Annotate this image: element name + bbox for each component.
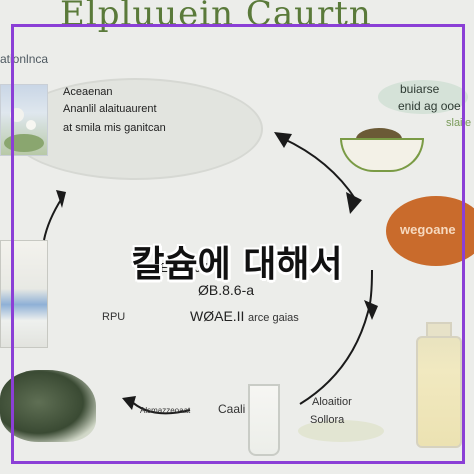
top-title: Elpluuein Caurtn bbox=[60, 0, 372, 34]
ellipse-text-line1: Aceaenan bbox=[63, 86, 113, 98]
arc-bottom-left bbox=[129, 399, 191, 415]
orange-label: wegoane bbox=[400, 222, 456, 237]
bottom-cal-label: Caali bbox=[218, 402, 246, 416]
bottom-right-line2: Sollora bbox=[310, 414, 345, 426]
spinach-image bbox=[0, 370, 96, 442]
ellipse-text-line2: Ananlil alaituaurent bbox=[63, 103, 157, 115]
arrowhead-right-lower bbox=[364, 300, 378, 320]
pod-image bbox=[298, 420, 384, 442]
bubble-text-line1: buiarse bbox=[400, 82, 440, 96]
middle-text-line1: EBBEJIII bbox=[160, 260, 213, 275]
bottom-arrow-label: Alsmazzeoaat bbox=[140, 406, 191, 415]
middle-text-line2: ØB.8.6-a bbox=[198, 282, 255, 298]
bottom-right-line1: Aloaitior bbox=[312, 396, 352, 408]
orange-label-blob bbox=[386, 196, 474, 266]
glass-image bbox=[248, 384, 280, 456]
arrowhead-right bbox=[346, 192, 362, 214]
arc-left bbox=[43, 197, 63, 241]
milk-bottle-image bbox=[416, 336, 462, 448]
bubble-text-line2: enid ag ooe bbox=[398, 99, 461, 113]
arrowhead-top bbox=[274, 132, 292, 148]
milk-carton-image bbox=[0, 240, 48, 348]
middle-text-line3-suffix: arce gaias bbox=[248, 312, 299, 324]
info-ellipse bbox=[8, 78, 263, 180]
left-small-label: RPU bbox=[102, 311, 126, 323]
middle-text-line3: WØAE.II bbox=[190, 308, 245, 324]
purple-frame bbox=[11, 24, 465, 464]
leaf-shape bbox=[4, 134, 44, 152]
arc-right bbox=[299, 269, 373, 405]
arc-top-right bbox=[281, 137, 357, 201]
page-title: 칼슘에 대해서 bbox=[131, 244, 343, 285]
flower-shape bbox=[26, 120, 36, 130]
info-bubble-right bbox=[378, 80, 468, 114]
arrowhead-left bbox=[56, 190, 66, 208]
ellipse-text-line3: at smila mis ganitcan bbox=[63, 122, 166, 134]
arrowhead-bottom bbox=[122, 396, 136, 410]
